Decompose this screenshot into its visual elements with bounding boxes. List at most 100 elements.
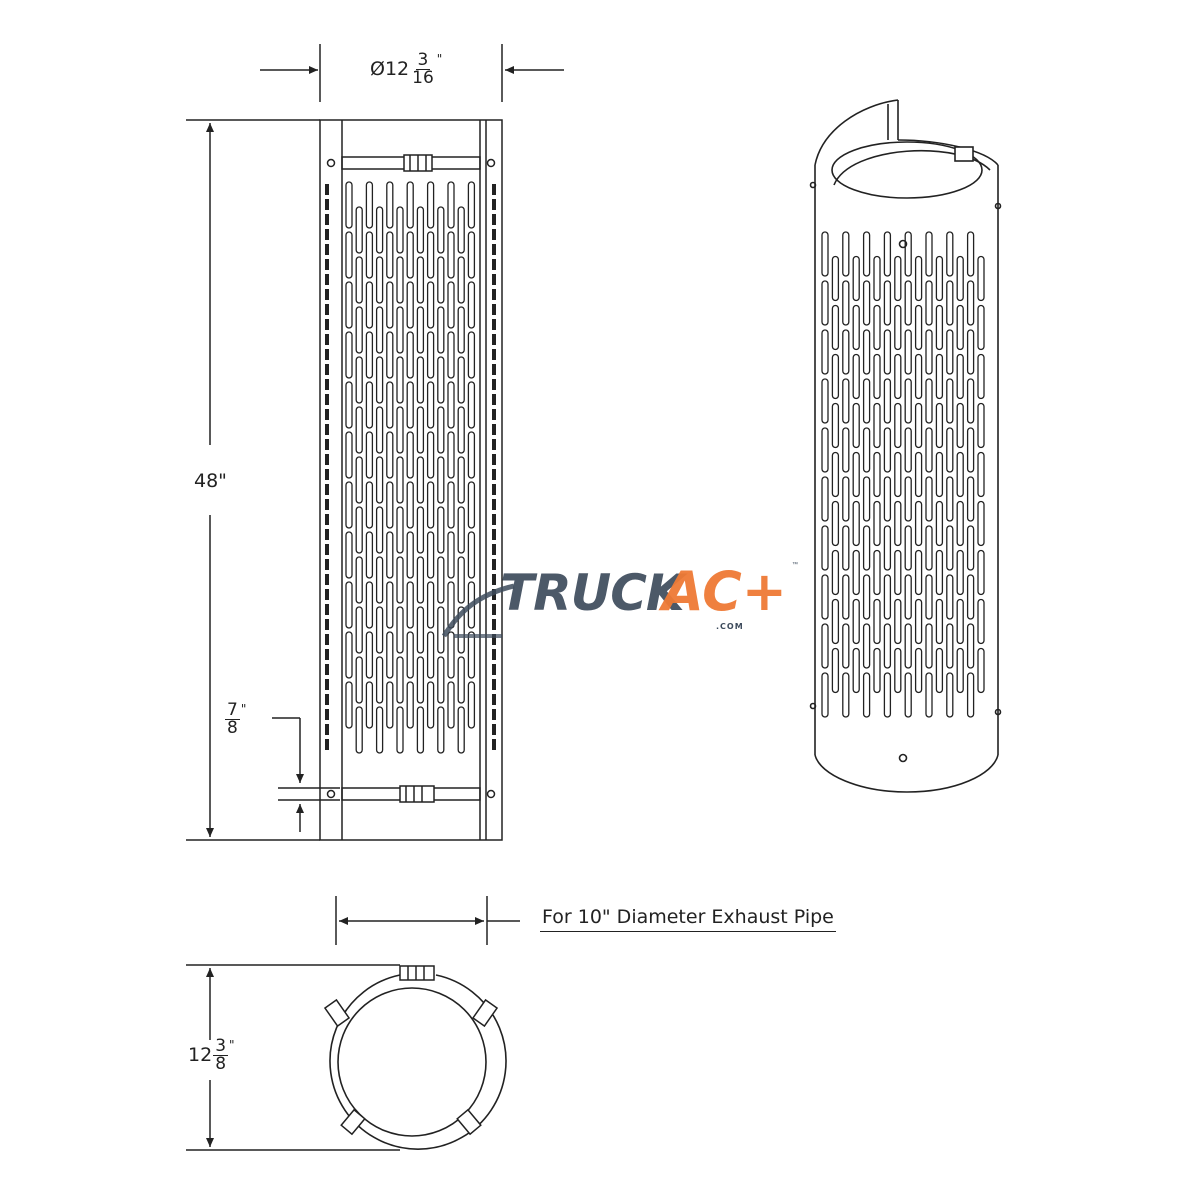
diameter-unit: ": [436, 52, 443, 66]
edge-slot: [325, 364, 329, 375]
perforation-slot: [862, 623, 871, 669]
perforation-slot: [966, 476, 975, 522]
perforation-slot: [386, 531, 394, 579]
perforation-slot: [355, 506, 363, 554]
perforation-slot: [977, 402, 985, 449]
perforation-slot: [831, 304, 840, 351]
edge-slot: [325, 679, 329, 690]
perforation-slot: [386, 681, 394, 729]
perforation-slot: [862, 476, 871, 522]
perforation-slot: [396, 306, 404, 354]
perforation-slot: [925, 329, 933, 375]
perforation-slot: [426, 681, 435, 729]
perforation-slot: [396, 256, 404, 304]
edge-slot: [325, 499, 329, 510]
perforation-slot: [946, 231, 954, 277]
perforation-slot: [406, 331, 414, 379]
outer-numerator: 3: [213, 1036, 229, 1056]
perforation-slot: [956, 500, 964, 547]
truck-ac-logo: TRUCK AC+ .COM ™: [440, 560, 800, 640]
perforation-slot: [447, 181, 455, 229]
perforation-slot: [375, 506, 384, 554]
perforation-slot: [416, 556, 425, 604]
perforation-slot: [821, 427, 829, 473]
perforation-slot: [457, 606, 465, 654]
edge-slot: [325, 664, 329, 675]
perforation-slot: [426, 331, 435, 379]
perforation-slot: [831, 598, 840, 645]
perforation-slot: [883, 378, 892, 424]
perforation-slot: [457, 506, 465, 554]
perforation-slot: [935, 598, 944, 645]
edge-slot: [325, 454, 329, 465]
edge-slot: [492, 244, 496, 255]
edge-slot: [325, 274, 329, 285]
perforated-slots-front: [325, 181, 496, 754]
edge-slot: [325, 724, 329, 735]
edge-slot: [492, 529, 496, 540]
perforation-slot: [914, 402, 923, 449]
edge-slot: [325, 379, 329, 390]
perforated-slots-isometric: [821, 231, 985, 718]
perforation-slot: [437, 206, 445, 254]
perforation-slot: [406, 531, 414, 579]
perforation-slot: [447, 231, 455, 279]
edge-slot: [325, 439, 329, 450]
front-view: [186, 44, 564, 841]
perforation-slot: [904, 280, 912, 326]
perforation-slot: [365, 281, 374, 329]
perforation-slot: [977, 549, 985, 596]
perforation-slot: [416, 656, 425, 704]
perforation-slot: [925, 231, 933, 277]
perforation-slot: [914, 647, 923, 694]
perforation-slot: [457, 306, 465, 354]
perforation-slot: [447, 681, 455, 729]
perforation-slot: [406, 381, 414, 429]
edge-slot: [325, 334, 329, 345]
perforation-slot: [345, 531, 353, 579]
perforation-slot: [437, 406, 445, 454]
perforation-slot: [925, 378, 933, 424]
edge-slot: [492, 634, 496, 645]
perforation-slot: [426, 581, 435, 629]
perforation-slot: [437, 656, 445, 704]
perforation-slot: [396, 556, 404, 604]
edge-slot: [325, 349, 329, 360]
edge-slot: [492, 694, 496, 705]
perforation-slot: [375, 456, 384, 504]
perforation-slot: [467, 631, 476, 679]
perforation-slot: [426, 531, 435, 579]
perforation-slot: [355, 206, 363, 254]
perforation-slot: [345, 581, 353, 629]
perforation-slot: [396, 406, 404, 454]
perforation-slot: [873, 500, 881, 547]
perforation-slot: [467, 231, 476, 279]
perforation-slot: [355, 256, 363, 304]
perforation-slot: [416, 356, 425, 404]
perforation-slot: [852, 353, 860, 400]
edge-slot: [492, 424, 496, 435]
offset-unit: ": [240, 702, 247, 716]
perforation-slot: [426, 631, 435, 679]
perforation-slot: [406, 481, 414, 529]
edge-slot: [492, 199, 496, 210]
perforation-slot: [457, 556, 465, 604]
perforation-slot: [852, 451, 860, 498]
edge-slot: [492, 724, 496, 735]
perforation-slot: [437, 556, 445, 604]
perforation-slot: [883, 280, 892, 326]
perforation-slot: [904, 623, 912, 669]
perforation-slot: [406, 631, 414, 679]
perforation-slot: [977, 647, 985, 694]
perforation-slot: [831, 402, 840, 449]
perforation-slot: [831, 353, 840, 400]
perforation-slot: [914, 353, 923, 400]
perforation-slot: [375, 306, 384, 354]
perforation-slot: [842, 329, 850, 375]
edge-slot: [325, 319, 329, 330]
perforation-slot: [375, 706, 384, 754]
perforation-slot: [946, 672, 954, 718]
